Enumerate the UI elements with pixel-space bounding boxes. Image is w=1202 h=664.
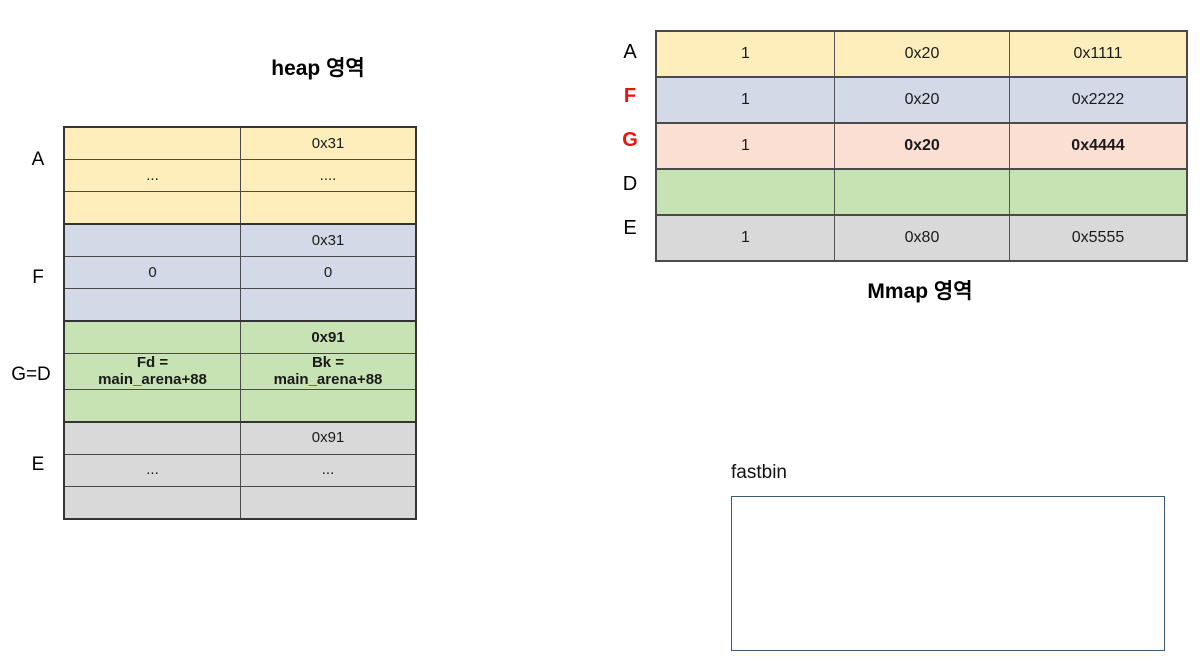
heap-cell-left: ... [63,159,241,192]
heap-cell-right: .... [240,159,417,192]
heap-cell-right: ... [240,453,417,487]
mmap-cell-c2 [1009,168,1188,216]
heap-cell-left [63,223,241,257]
heap-cell-left [63,288,241,322]
mmap-row-label-a: A [623,41,637,63]
mmap-cell-c0: 1 [655,214,835,262]
mmap-cell-c1: 0x20 [834,30,1010,78]
mmap-cell-c2: 0x1111 [1009,30,1188,78]
mmap-cell-c1: 0x20 [834,122,1010,170]
heap-cell-right: 0 [240,256,417,289]
mmap-row-label-f: F [623,85,637,107]
heap-table-row: 0x31 [63,223,417,257]
heap-cell-left [63,320,241,354]
mmap-cell-c2: 0x5555 [1009,214,1188,262]
heap-block-label-e: E [31,454,45,475]
heap-cell-right [240,388,417,422]
mmap-cell-c2: 0x2222 [1009,76,1188,124]
mmap-cell-c1 [834,168,1010,216]
heap-cell-left [63,126,241,160]
mmap-table-row [655,168,1188,216]
mmap-cell-c2: 0x4444 [1009,122,1188,170]
heap-table-row: ....... [63,159,417,192]
heap-cell-left [63,388,241,422]
fastbin-label: fastbin [731,462,787,483]
heap-cell-right: Bk =main_arena+88 [240,353,417,390]
heap-table-row [63,191,417,225]
heap-cell-left: 0 [63,256,241,289]
heap-section-title: heap 영역 [271,57,365,80]
heap-table-row: 0x91 [63,320,417,354]
fastbin-box[interactable] [731,496,1165,651]
fastbin-group: fastbin [731,462,1171,662]
mmap-row-label-g: G [622,129,638,151]
heap-cell-left: Fd =main_arena+88 [63,353,241,390]
heap-table-row: 0x91 [63,420,417,455]
mmap-cell-c0: 1 [655,30,835,78]
heap-cell-right: 0x91 [240,320,417,354]
heap-table-row [63,388,417,422]
heap-block-label-f: F [32,267,44,288]
heap-cell-left: ... [63,453,241,487]
mmap-cell-c0: 1 [655,76,835,124]
mmap-cell-c1: 0x80 [834,214,1010,262]
heap-cell-left [63,485,241,519]
mmap-cell-c1: 0x20 [834,76,1010,124]
mmap-row-label-d: D [622,173,638,195]
mmap-cell-c0 [655,168,835,216]
heap-cell-left [63,191,241,225]
heap-cell-right: 0x31 [240,126,417,160]
heap-table-row [63,485,417,519]
heap-block-label-a: A [31,149,45,170]
heap-block-label-g-equals-d: G=D [11,364,51,385]
mmap-section-title: Mmap 영역 [867,280,973,303]
heap-cell-right [240,191,417,225]
heap-table-row: 0x31 [63,126,417,160]
mmap-cell-c0: 1 [655,122,835,170]
heap-table-row [63,288,417,322]
heap-table-row: ...... [63,453,417,487]
heap-cell-right [240,485,417,519]
mmap-row-label-e: E [623,217,637,239]
heap-cell-right: 0x31 [240,223,417,257]
heap-cell-right [240,288,417,322]
heap-cell-right: 0x91 [240,420,417,455]
heap-cell-left [63,420,241,455]
